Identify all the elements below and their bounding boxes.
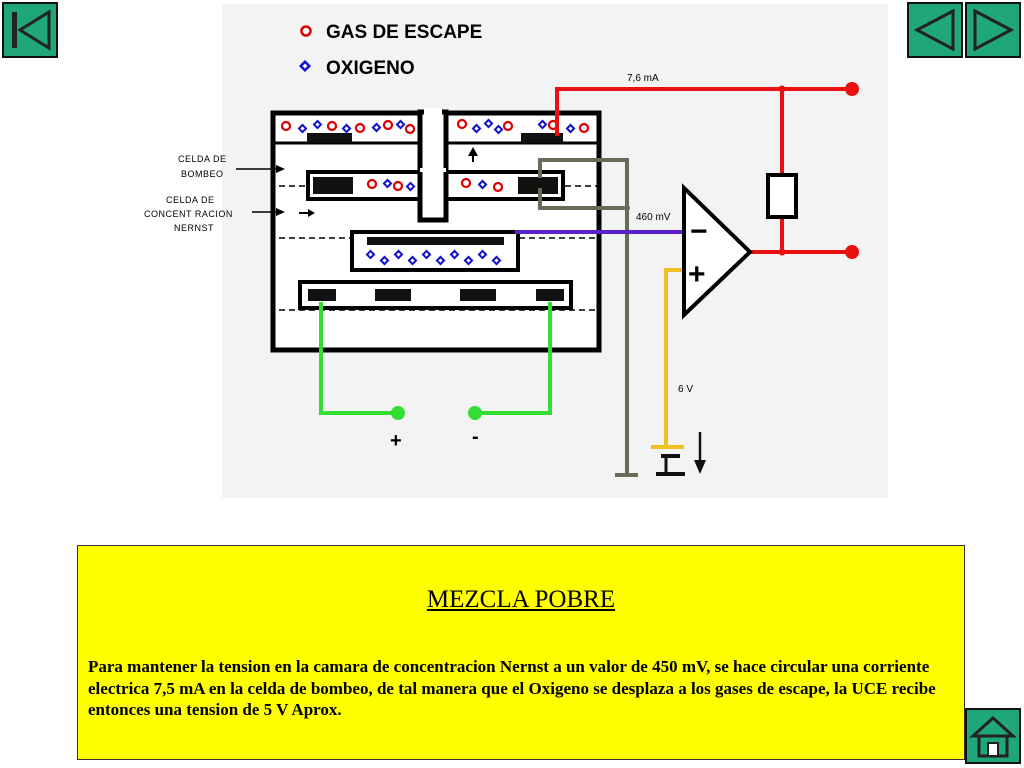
legend-oxygen-label: OXIGENO <box>326 58 415 79</box>
info-box: MEZCLA POBRE Para mantener la tension en… <box>77 545 965 760</box>
first-slide-icon <box>12 9 51 51</box>
nernst-voltage-label: 460 mV <box>636 212 671 223</box>
first-slide-button[interactable] <box>2 2 58 58</box>
home-button[interactable] <box>965 708 1021 764</box>
heater-negative-terminal <box>468 406 482 420</box>
wiring <box>319 87 852 477</box>
oxygen-sensor-diagram: GAS DE ESCAPE OXIGENO <box>144 4 888 498</box>
pump-cell-label-line2: BOMBEO <box>181 169 224 179</box>
next-slide-button[interactable] <box>965 2 1021 58</box>
nernst-cell-label-line1: CELDA DE <box>166 195 215 205</box>
home-icon <box>969 715 1017 758</box>
minus-terminal-label: - <box>472 426 479 448</box>
nernst-cell-label-line3: NERNST <box>174 223 214 233</box>
heater-positive-terminal <box>391 406 405 420</box>
info-box-title: MEZCLA POBRE <box>426 586 616 613</box>
pump-cell-label-line1: CELDA DE <box>178 154 227 164</box>
output-terminal-bottom <box>845 245 859 259</box>
nernst-cell-label-line2: CONCENT RACION <box>144 209 233 219</box>
legend-exhaust-label: GAS DE ESCAPE <box>326 22 482 43</box>
oxygen-marker-icon <box>298 59 312 73</box>
exhaust-marker-icon <box>300 25 312 37</box>
next-slide-icon <box>973 8 1015 52</box>
output-terminal-top <box>845 82 859 96</box>
info-box-body: Para mantener la tension en la camara de… <box>88 657 936 719</box>
plus-terminal-label: + <box>390 430 402 452</box>
pump-current-label: 7,6 mA <box>627 73 659 84</box>
op-amp-plus-label: + <box>688 258 706 291</box>
op-amp <box>682 183 753 320</box>
previous-slide-button[interactable] <box>907 2 963 58</box>
gas-particles <box>280 118 590 266</box>
supply-voltage-label: 6 V <box>678 384 693 395</box>
previous-slide-icon <box>913 8 955 52</box>
resistor <box>766 173 798 219</box>
op-amp-minus-label: − <box>690 215 708 248</box>
